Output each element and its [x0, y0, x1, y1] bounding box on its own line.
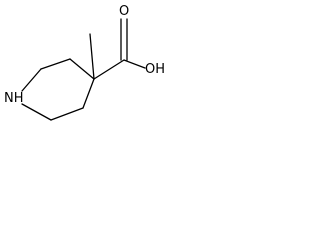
bond-n-c2: [21, 68, 42, 92]
atom-label-carbonyl-o: O: [119, 4, 129, 19]
atom-label-nh: NH: [4, 91, 24, 106]
structure-canvas: NH O OH: [0, 0, 174, 134]
skeletal-structure-diagram: NH O OH: [4, 4, 165, 121]
bond-methyl: [89, 33, 95, 80]
bond-c3-c4: [69, 58, 95, 80]
atom-label-oh: OH: [145, 62, 165, 77]
bond-c2-c3: [40, 58, 71, 70]
bond-c4-carboxyl: [93, 59, 125, 80]
bond-c6-n: [21, 103, 52, 121]
bond-c5-c6: [50, 107, 84, 121]
bond-c-oh: [123, 59, 146, 69]
bond-c4-c5: [82, 78, 95, 109]
